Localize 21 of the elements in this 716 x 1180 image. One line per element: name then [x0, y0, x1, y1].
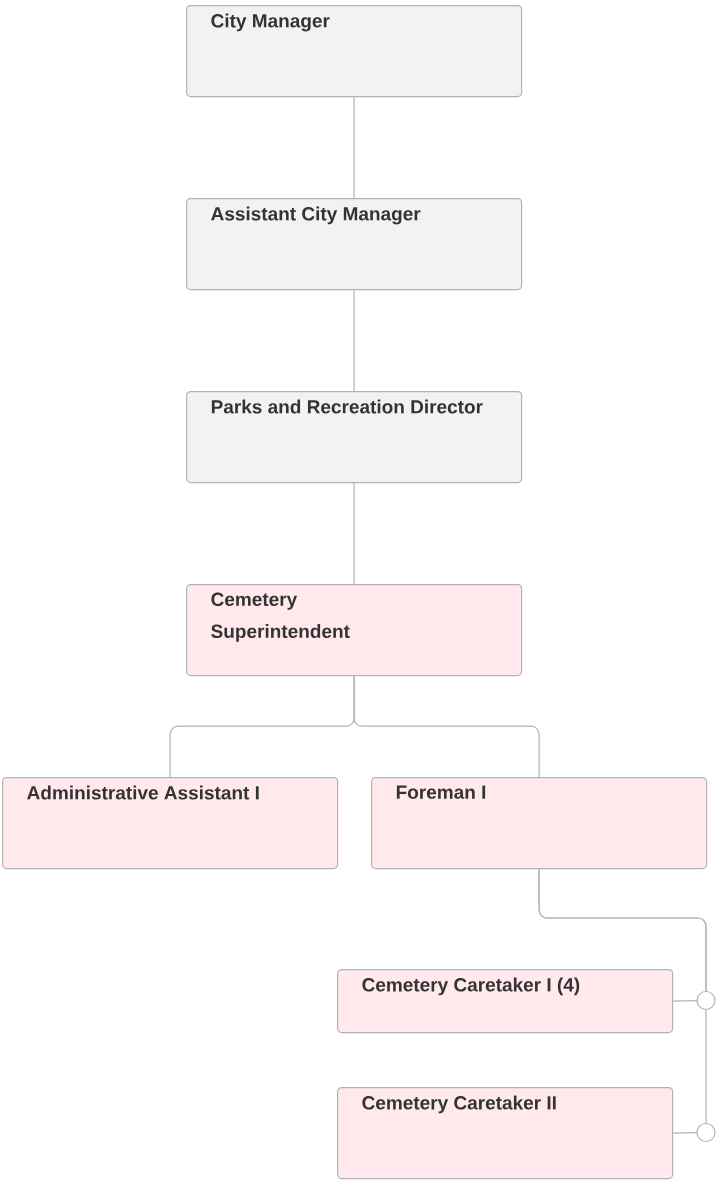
connector-line [169, 675, 355, 778]
position-title: City Manager [211, 13, 330, 32]
position-box [337, 1087, 674, 1180]
position-title: Assistant City Manager [211, 206, 421, 225]
position-title: Foreman I [396, 785, 486, 799]
position-box [186, 198, 523, 291]
position-box [371, 777, 708, 870]
connector-line [538, 868, 716, 1011]
position-title: Administrative Assistant I [27, 785, 259, 800]
position-title: Cemetery Caretaker II [362, 1095, 556, 1114]
position-box [186, 391, 523, 484]
position-box [186, 5, 523, 98]
position-box [2, 777, 339, 870]
position-title: Cemetery Superintendent [211, 592, 350, 642]
position-title: Parks and Recreation Director [211, 399, 483, 414]
connector-line [353, 289, 355, 392]
position-title: Cemetery Caretaker I (4) [362, 977, 580, 996]
position-box [337, 969, 674, 1034]
position-box [186, 584, 523, 677]
connector-line [353, 482, 355, 585]
connector-line [353, 96, 355, 199]
